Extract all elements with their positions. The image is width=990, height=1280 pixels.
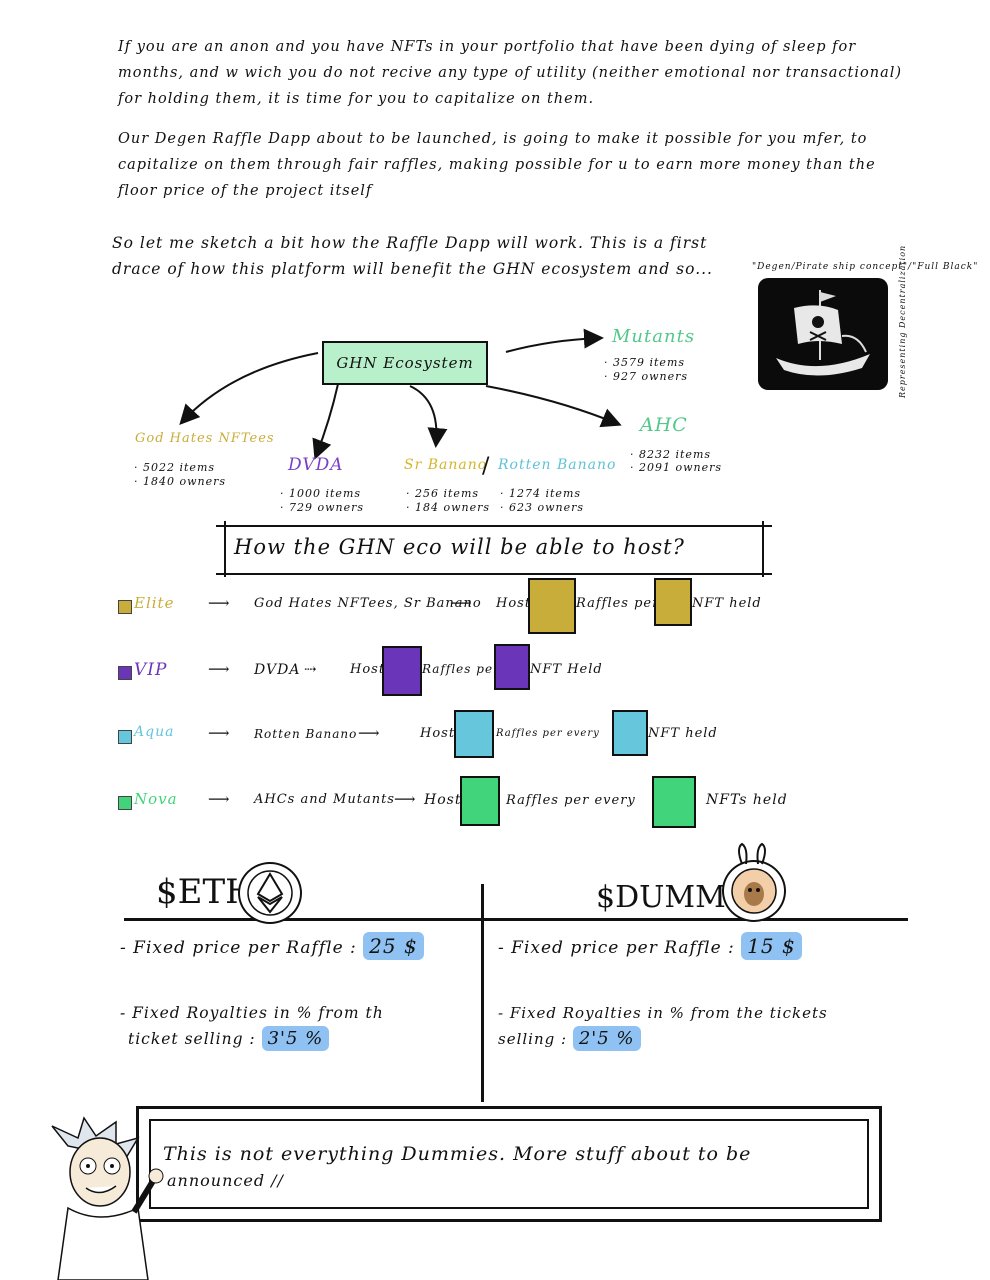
project-dvda-items: · 1000 items	[280, 487, 362, 500]
project-mutants-owners: · 927 owners	[604, 370, 689, 383]
dummy-fixed-price-value: 15 $	[741, 932, 802, 960]
tier-tail-label: NFT held	[692, 596, 762, 611]
project-ghn-items: · 5022 items	[134, 461, 216, 474]
arrow-icon: ⟶	[208, 724, 231, 742]
nft-count-box	[494, 644, 530, 690]
project-dvda-name: DVDA	[288, 455, 344, 475]
project-separator: /	[482, 454, 490, 479]
dummy-title: $DUMMY	[596, 880, 746, 915]
pirate-ship-illustration	[758, 278, 888, 390]
project-ahc-name: AHC	[640, 414, 688, 436]
tier-row-vip: VIP ⟶ DVDA ⇢ Host Raffles per NFT Held	[118, 644, 818, 704]
tier-mid-label: Raffles per	[576, 596, 660, 611]
eth-royalties-value: 3'5 %	[261, 1026, 330, 1051]
tier-host-label: Host	[424, 792, 462, 808]
tier-name: VIP	[134, 660, 168, 680]
eth-fixed-price: - Fixed price per Raffle : 25 $	[120, 932, 424, 960]
project-rottenbanano-owners: · 623 owners	[500, 501, 585, 514]
project-srbanano-items: · 256 items	[406, 487, 480, 500]
eth-royalties-label-2: ticket selling :	[128, 1030, 256, 1048]
eth-coin-icon	[238, 862, 302, 924]
ecosystem-center-node: GHN Ecosystem	[322, 341, 488, 385]
dummy-coin-icon	[722, 860, 786, 922]
tier-mid-label: Raffles per	[422, 662, 500, 676]
dummy-royalties-label-2: selling :	[498, 1030, 568, 1048]
intro-paragraph-2: Our Degen Raffle Dapp about to be launch…	[118, 131, 876, 199]
bunny-ears-icon	[738, 842, 766, 865]
raffle-count-box	[454, 710, 494, 758]
tier-row-elite: Elite ⟶ God Hates NFTees, Sr Banano ⟶ Ho…	[118, 578, 818, 638]
project-srbanano-owners: · 184 owners	[406, 501, 491, 514]
footer-text-line-1: This is not everything Dummies. More stu…	[163, 1143, 752, 1165]
tier-projects: AHCs and Mutants	[254, 792, 395, 807]
project-ahc-items: · 8232 items	[630, 448, 712, 461]
eth-royalties: - Fixed Royalties in % from th ticket se…	[120, 1000, 384, 1052]
raffle-count-box	[460, 776, 500, 826]
tier-name: Elite	[134, 594, 175, 612]
eth-royalties-label-1: - Fixed Royalties in % from th	[120, 1004, 384, 1022]
tier-name: Aqua	[134, 724, 175, 740]
eth-fixed-price-label: - Fixed price per Raffle :	[120, 938, 357, 958]
tier-square	[118, 730, 132, 744]
tier-square	[118, 600, 132, 614]
host-title-banner: How the GHN eco will be able to host?	[216, 521, 772, 577]
arrow-icon: ⟶	[450, 594, 473, 612]
intro-paragraph-3: So let me sketch a bit how the Raffle Da…	[112, 234, 713, 278]
dummy-royalties-value: 2'5 %	[572, 1026, 641, 1051]
nft-count-box	[654, 578, 692, 626]
tier-host-label: Host	[350, 662, 386, 677]
arrow-icon: ⟶	[208, 594, 231, 612]
ship-caption: "Degen/Pirate ship concept"/"Full Black"	[752, 262, 979, 272]
nft-count-box	[652, 776, 696, 828]
tokens-table-vline	[481, 884, 484, 1102]
tier-tail-label: NFT Held	[530, 662, 603, 677]
arrow-icon: ⇢	[304, 660, 318, 678]
arrow-icon: ⟶	[394, 790, 417, 808]
tier-tail-label: NFT held	[648, 726, 718, 741]
project-mutants-name: Mutants	[612, 326, 696, 347]
project-dvda-owners: · 729 owners	[280, 501, 365, 514]
project-ghn-name: God Hates NFTees	[135, 431, 275, 446]
arrow-icon: ⟶	[208, 790, 231, 808]
tier-square	[118, 796, 132, 810]
tier-square	[118, 666, 132, 680]
intro-paragraph-1: If you are an anon and you have NFTs in …	[118, 39, 903, 107]
tier-projects: God Hates NFTees, Sr Banano	[254, 596, 482, 611]
dummy-fixed-price: - Fixed price per Raffle : 15 $	[498, 932, 802, 960]
tier-tail-label: NFTs held	[706, 792, 788, 808]
pirate-ship-icon	[776, 290, 870, 376]
tier-host-label: Host	[420, 726, 456, 741]
project-rottenbanano-items: · 1274 items	[500, 487, 582, 500]
footer-board: This is not everything Dummies. More stu…	[136, 1106, 882, 1222]
raffle-count-box	[382, 646, 422, 696]
arrow-icon: ⟶	[208, 660, 231, 678]
eth-fixed-price-value: 25 $	[363, 932, 424, 960]
dummy-royalties: - Fixed Royalties in % from the tickets …	[498, 1000, 828, 1052]
project-ahc-owners: · 2091 owners	[630, 461, 723, 474]
ecosystem-center-label: GHN Ecosystem	[336, 354, 474, 372]
tier-name: Nova	[134, 790, 178, 808]
tier-mid-label: Raffles per every	[506, 793, 636, 808]
tier-projects: Rotten Banano	[254, 727, 358, 741]
scientist-character-illustration	[51, 1116, 164, 1280]
tier-host-label: Host	[496, 596, 532, 611]
tier-mid-label: Raffles per every	[496, 728, 600, 739]
dummy-royalties-label-1: - Fixed Royalties in % from the tickets	[498, 1004, 828, 1022]
host-title: How the GHN eco will be able to host?	[234, 535, 685, 559]
project-ghn-owners: · 1840 owners	[134, 475, 227, 488]
ecosystem-arrows	[179, 328, 622, 460]
tier-projects: DVDA	[254, 662, 301, 678]
raffle-count-box	[528, 578, 576, 634]
project-mutants-items: · 3579 items	[604, 356, 686, 369]
tier-row-aqua: Aqua ⟶ Rotten Banano ⟶ Host Raffles per …	[118, 708, 818, 768]
dummy-fixed-price-label: - Fixed price per Raffle :	[498, 938, 735, 958]
tier-row-nova: Nova ⟶ AHCs and Mutants ⟶ Host Raffles p…	[118, 774, 818, 834]
footer-text-line-2: announced //	[167, 1171, 284, 1190]
nft-count-box	[612, 710, 648, 756]
project-srbanano-name: Sr Banano	[404, 457, 488, 473]
project-rottenbanano-name: Rotten Banano	[498, 457, 617, 473]
tokens-table-hline	[124, 918, 908, 921]
arrow-icon: ⟶	[358, 724, 381, 742]
